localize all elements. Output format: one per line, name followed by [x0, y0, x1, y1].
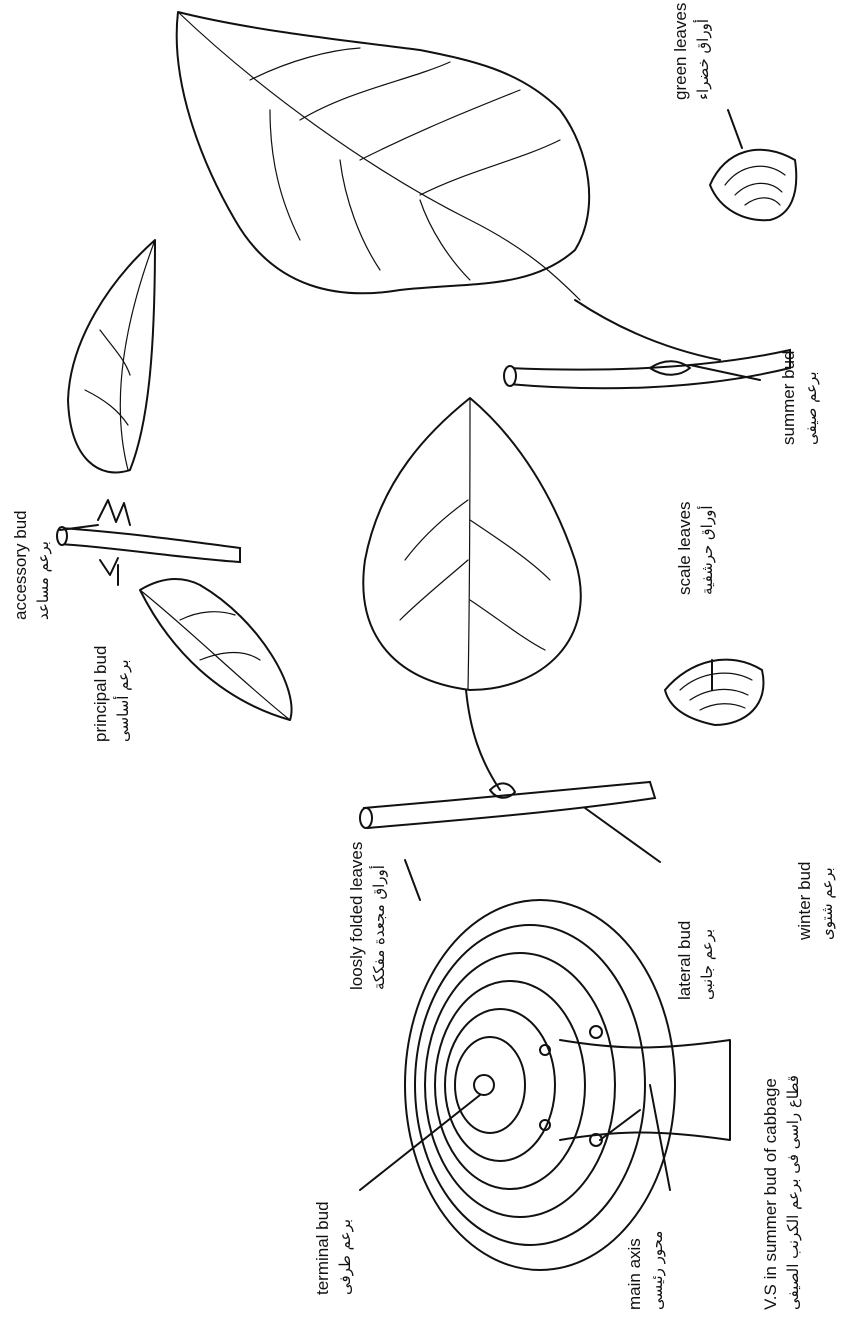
label-accessory-bud-en: accessory bud — [11, 510, 30, 620]
label-terminal-bud-en: terminal bud — [313, 1201, 332, 1295]
label-green-leaves-en: green leaves — [671, 3, 690, 100]
label-green-leaves: green leaves أوراق خضراء — [671, 3, 712, 100]
label-principal-bud: principal bud برعم أساسى — [91, 646, 132, 742]
label-main-axis: main axis محور رئيسى — [625, 1231, 666, 1310]
caption-vs-cabbage-en: V.S in summer bud of cabbage — [761, 1078, 780, 1310]
label-scale-leaves-en: scale leaves — [675, 501, 694, 595]
label-loosely-folded-leaves: loosly folded leaves أوراق مجعدة مفككة — [347, 842, 388, 990]
label-lateral-bud: lateral bud برعم جانبى — [675, 921, 716, 1000]
label-loosely-folded-leaves-ar: أوراق مجعدة مفككة — [369, 865, 388, 990]
label-principal-bud-ar: برعم أساسى — [113, 659, 132, 742]
label-winter-bud: winter bud برعم شتوى — [795, 862, 836, 941]
label-summer-bud-ar: برعم صيفى — [802, 371, 820, 445]
caption-vs-cabbage: V.S in summer bud of cabbage قطاع راسى ف… — [761, 1075, 802, 1310]
label-green-leaves-ar: أوراق خضراء — [693, 19, 712, 100]
caption-vs-cabbage-ar: قطاع راسى فى برعم الكرنب الصيفى — [784, 1075, 802, 1310]
label-terminal-bud: terminal bud برعم طرفى — [313, 1201, 354, 1295]
label-loosely-folded-leaves-en: loosly folded leaves — [347, 842, 366, 990]
label-summer-bud: summer bud برعم صيفى — [779, 351, 820, 445]
label-winter-bud-ar: برعم شتوى — [818, 867, 836, 940]
label-main-axis-ar: محور رئيسى — [648, 1231, 666, 1310]
label-lateral-bud-en: lateral bud — [675, 921, 694, 1000]
label-accessory-bud: accessory bud برعم مساعد — [11, 510, 52, 620]
label-summer-bud-en: summer bud — [779, 351, 798, 445]
label-scale-leaves-ar: أوراق حرشفية — [697, 505, 716, 595]
large-leaf-drawing — [177, 12, 720, 360]
green-leaves-bud-drawing — [710, 150, 796, 220]
scale-leaves-bud-drawing — [665, 660, 764, 725]
label-winter-bud-en: winter bud — [795, 862, 814, 941]
label-scale-leaves: scale leaves أوراق حرشفية — [675, 501, 716, 595]
label-terminal-bud-ar: برعم طرفى — [336, 1219, 354, 1295]
label-lateral-bud-ar: برعم جانبى — [698, 929, 716, 1000]
middle-leaf-drawing — [360, 398, 655, 828]
label-accessory-bud-ar: برعم مساعد — [34, 541, 52, 620]
summer-bud-stem-drawing — [504, 350, 790, 388]
pointer-lines — [60, 110, 760, 1190]
label-main-axis-en: main axis — [625, 1238, 644, 1310]
label-principal-bud-en: principal bud — [91, 646, 110, 742]
